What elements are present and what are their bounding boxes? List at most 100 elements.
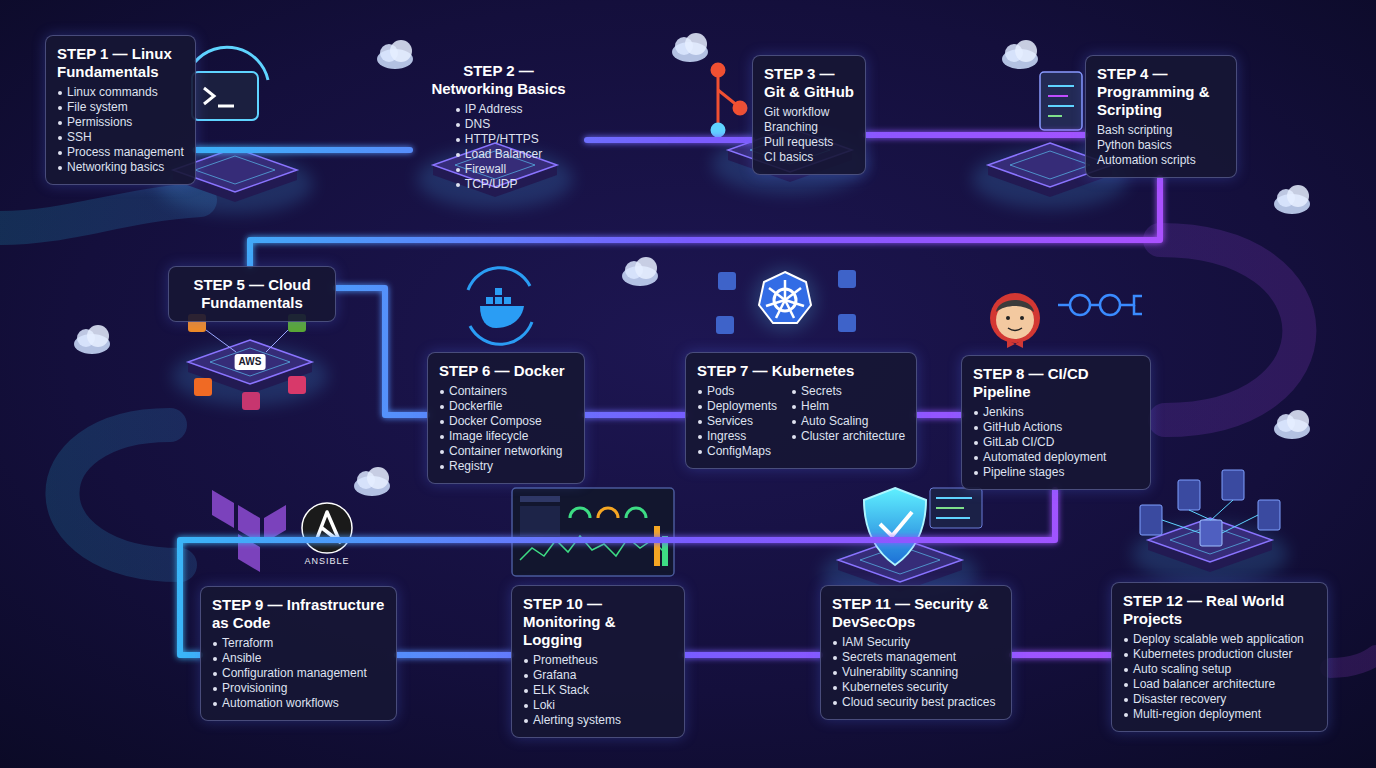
- topic-item: DNS: [455, 117, 542, 132]
- topic-item: Registry: [439, 459, 573, 474]
- topic-list: Bash scriptingPython basicsAutomation sc…: [1097, 123, 1225, 168]
- step-card: STEP 4 — Programming & ScriptingBash scr…: [1085, 55, 1237, 178]
- topic-item: Ingress: [697, 429, 777, 444]
- topic-item: Multi-region deployment: [1123, 707, 1316, 722]
- kubernetes-icon: [785, 288, 801, 300]
- roadmap-connector: [397, 652, 511, 658]
- dashboard-icon: [512, 488, 674, 576]
- security-shield-icon: [930, 488, 982, 528]
- topic-item: Prometheus: [523, 653, 673, 668]
- roadmap-connector: [336, 288, 427, 415]
- topic-item: Auto scaling setup: [1123, 662, 1316, 677]
- topic-item: Pull requests: [764, 135, 854, 150]
- server-cluster-icon: [1140, 505, 1162, 535]
- topic-item: Load Balancer: [455, 147, 542, 162]
- pipeline-icon: [1058, 295, 1142, 315]
- topic-item: ConfigMaps: [697, 444, 777, 459]
- kubernetes-icon: [769, 288, 785, 300]
- code-icon: [1048, 115, 1062, 117]
- step-title: STEP 4 — Programming & Scripting: [1097, 65, 1225, 119]
- topic-item: Linux commands: [57, 85, 184, 100]
- step-title: STEP 8 — CI/CD Pipeline: [973, 365, 1139, 401]
- jenkins-icon: [1006, 316, 1010, 320]
- dashboard-icon: [598, 508, 618, 518]
- topic-item: Pipeline stages: [973, 465, 1139, 480]
- topic-item: Terraform: [212, 636, 385, 651]
- topic-item: Process management: [57, 145, 184, 160]
- dashboard-icon: [570, 508, 590, 518]
- cloud-icon: [672, 33, 708, 62]
- topic-item: Grafana: [523, 668, 673, 683]
- topic-list: IP AddressDNSHTTP/HTTPSLoad BalancerFire…: [455, 102, 542, 192]
- step-title: STEP 10 — Monitoring & Logging: [523, 595, 673, 649]
- ansible-icon: [302, 503, 352, 553]
- pipeline-icon: [1058, 304, 1070, 307]
- terminal-icon: [204, 88, 214, 104]
- step-card: STEP 2 — Networking BasicsIP AddressDNSH…: [410, 52, 587, 202]
- git-icon: [734, 102, 746, 114]
- topic-item: Kubernetes security: [832, 680, 1000, 695]
- code-icon: [1048, 95, 1068, 97]
- logo-label: ANSIBLE: [304, 556, 349, 567]
- security-shield-icon: [880, 512, 912, 536]
- topic-item: Secrets management: [832, 650, 1000, 665]
- step-card: STEP 5 — Cloud Fundamentals: [168, 266, 336, 322]
- topic-list: IAM SecuritySecrets managementVulnerabil…: [832, 635, 1000, 710]
- terminal-icon: [192, 47, 268, 120]
- server-cluster-icon: [1162, 500, 1258, 533]
- topic-item: HTTP/HTTPS: [455, 132, 542, 147]
- cloud-icon: [1274, 410, 1310, 439]
- step-card: STEP 9 — Infrastructure as CodeTerraform…: [200, 586, 397, 721]
- aws-services-icons: [194, 378, 212, 396]
- docker-icon: [495, 288, 502, 295]
- server-cluster-icon: [1178, 480, 1200, 510]
- roadmap-connector: [250, 178, 1160, 266]
- roadmap-connector: [587, 137, 752, 143]
- topic-item: File system: [57, 100, 184, 115]
- topic-item: Bash scripting: [1097, 123, 1225, 138]
- git-icon: [717, 72, 720, 128]
- server-cluster-icon: [1189, 510, 1211, 520]
- cloud-icon: [354, 467, 390, 496]
- topic-list: Git workflowBranchingPull requestsCI bas…: [764, 105, 854, 165]
- topic-item: Containers: [439, 384, 573, 399]
- topic-item: Dockerfile: [439, 399, 573, 414]
- road-band: [0, 200, 200, 228]
- topic-item: Automation scripts: [1097, 153, 1225, 168]
- code-icon: [1048, 105, 1074, 107]
- kubernetes-icon: [753, 268, 817, 332]
- topic-item: Ansible: [212, 651, 385, 666]
- step-title: STEP 9 — Infrastructure as Code: [212, 596, 385, 632]
- code-icon: [1048, 85, 1074, 87]
- roadmap-connector: [917, 412, 961, 418]
- dashboard-icon: [626, 508, 646, 518]
- docker-icon: [480, 306, 524, 328]
- cloud-icon: [1002, 40, 1038, 69]
- terminal-icon: [192, 72, 258, 120]
- aws-services-icons: [266, 330, 288, 352]
- topic-item: Vulnerability scanning: [832, 665, 1000, 680]
- dashboard-icon: [520, 496, 560, 502]
- dashboard-icon: [520, 506, 560, 536]
- dashboard-icon: [512, 488, 674, 576]
- pipeline-icon: [1134, 305, 1142, 314]
- topic-item: Python basics: [1097, 138, 1225, 153]
- kubernetes-icon: [716, 316, 734, 334]
- server-cluster-icon: [1140, 470, 1280, 546]
- topic-list: TerraformAnsibleConfiguration management…: [212, 636, 385, 711]
- topic-item: IAM Security: [832, 635, 1000, 650]
- cloud-icon: [377, 40, 413, 69]
- kubernetes-icon: [766, 300, 785, 306]
- terraform-icon: [212, 490, 234, 528]
- step-card: STEP 12 — Real World ProjectsDeploy scal…: [1111, 582, 1328, 732]
- roadmap-connector: [196, 147, 410, 153]
- topic-item: Auto Scaling: [791, 414, 905, 429]
- topic-item: Networking basics: [57, 160, 184, 175]
- step-card: STEP 1 — Linux FundamentalsLinux command…: [45, 35, 196, 185]
- security-shield-icon: [864, 488, 926, 565]
- step-title: STEP 7 — Kubernetes: [697, 362, 905, 380]
- topic-list: Linux commandsFile systemPermissionsSSHP…: [57, 85, 184, 175]
- topic-item: Provisioning: [212, 681, 385, 696]
- road-band: [62, 425, 180, 565]
- kubernetes-icon: [838, 270, 856, 288]
